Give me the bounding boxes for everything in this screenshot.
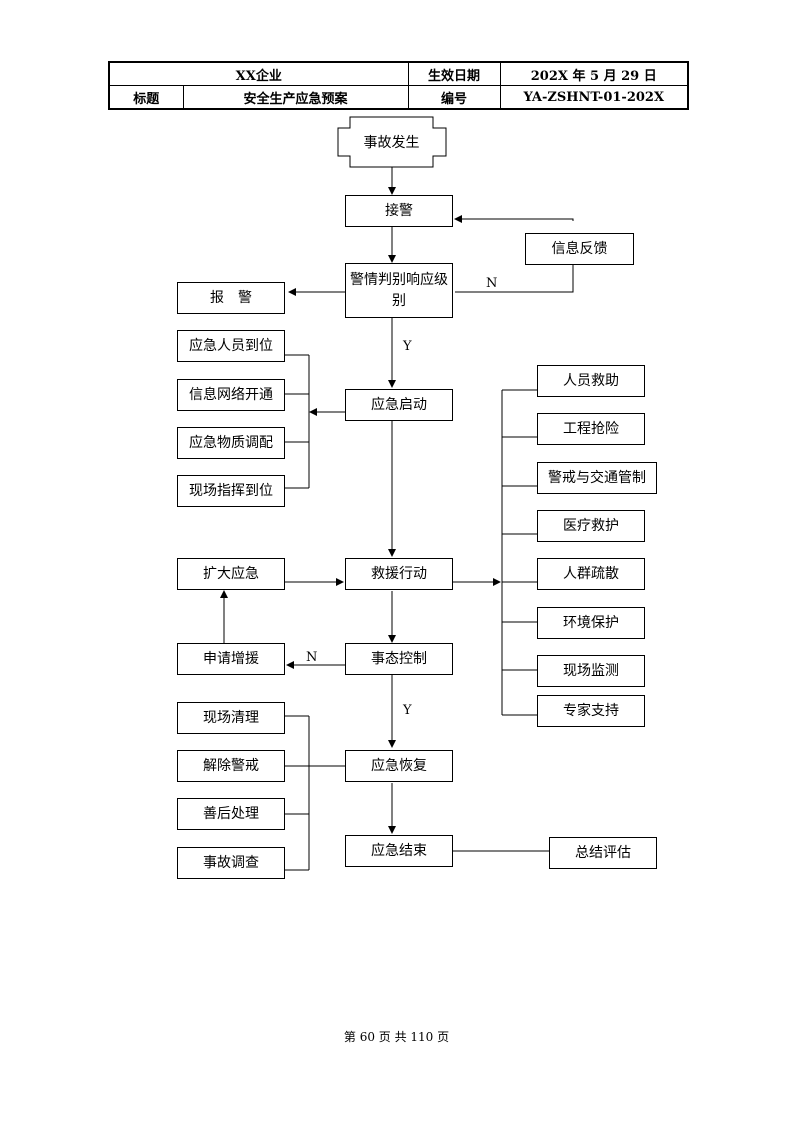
task-node-experts: 专家支持 <box>537 695 645 727</box>
task-node-evacuation: 人群疏散 <box>537 558 645 590</box>
summary-evaluation-node: 总结评估 <box>549 837 657 869</box>
task-node-traffic-control: 警戒与交通管制 <box>537 462 657 494</box>
company-name: XX企业 <box>108 61 409 86</box>
recovery-node-aftermath: 善后处理 <box>177 798 285 830</box>
report-alarm-node: 报 警 <box>177 282 285 314</box>
recovery-node-investigation: 事故调查 <box>177 847 285 879</box>
document-header-table: XX企业 生效日期 202X 年 5 月 29 日 标题 安全生产应急预案 编号… <box>108 61 689 110</box>
task-node-engineering: 工程抢险 <box>537 413 645 445</box>
rescue-action-node: 救援行动 <box>345 558 453 590</box>
emergency-end-node: 应急结束 <box>345 835 453 867</box>
task-node-environment: 环境保护 <box>537 607 645 639</box>
branch-label-n-control: N <box>306 650 318 665</box>
start-node-shape <box>337 116 447 168</box>
accident-occurs-node: 事故发生 <box>363 134 420 151</box>
document-code: YA-ZSHNT-01-202X <box>499 85 689 110</box>
judge-response-level-node: 警情判别响应级别 <box>345 263 453 318</box>
effective-date: 202X 年 5 月 29 日 <box>499 61 689 86</box>
task-node-monitoring: 现场监测 <box>537 655 645 687</box>
branch-label-y-judge: Y <box>403 339 412 354</box>
situation-control-node: 事态控制 <box>345 643 453 675</box>
expand-emergency-node: 扩大应急 <box>177 558 285 590</box>
task-node-medical: 医疗救护 <box>537 510 645 542</box>
recovery-node-cleanup: 现场清理 <box>177 702 285 734</box>
prep-node-command: 现场指挥到位 <box>177 475 285 507</box>
request-reinforcement-node: 申请增援 <box>177 643 285 675</box>
prep-node-network: 信息网络开通 <box>177 379 285 411</box>
task-node-personnel-rescue: 人员救助 <box>537 365 645 397</box>
emergency-recovery-node: 应急恢复 <box>345 750 453 782</box>
document-title: 安全生产应急预案 <box>182 85 409 110</box>
prep-node-personnel: 应急人员到位 <box>177 330 285 362</box>
info-feedback-node: 信息反馈 <box>525 233 634 265</box>
prep-node-materials: 应急物质调配 <box>177 427 285 459</box>
branch-label-y-control: Y <box>403 703 412 718</box>
recovery-node-lift-cordon: 解除警戒 <box>177 750 285 782</box>
effective-date-label: 生效日期 <box>407 61 501 86</box>
emergency-launch-node: 应急启动 <box>345 389 453 421</box>
title-label: 标题 <box>108 85 184 110</box>
branch-label-n-judge: N <box>486 276 498 291</box>
receive-alarm-node: 接警 <box>345 195 453 227</box>
page-number: 第 60 页 共 110 页 <box>343 1030 450 1044</box>
